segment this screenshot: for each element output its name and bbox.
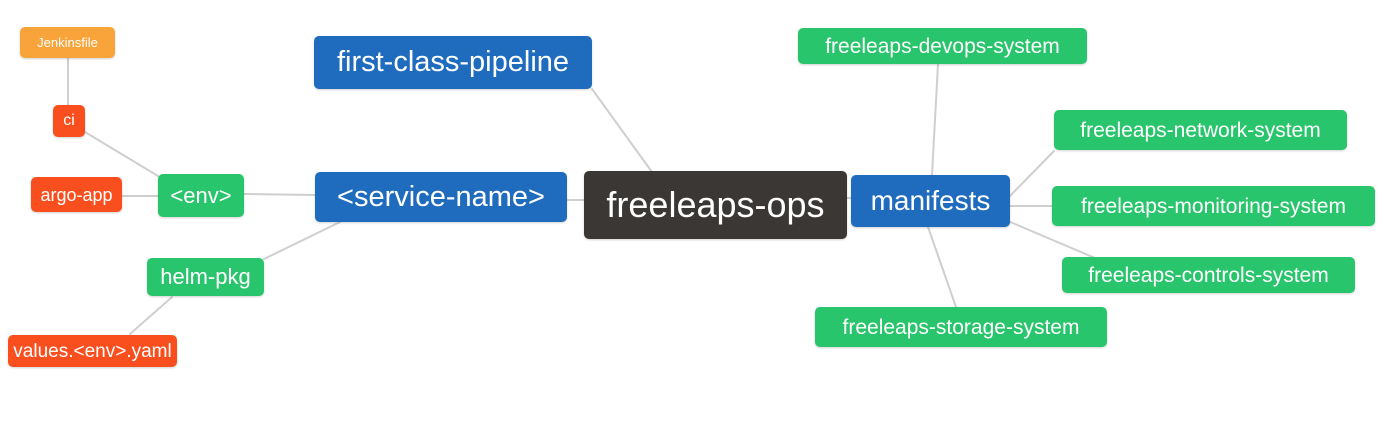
node-helm-pkg[interactable]: helm-pkg — [147, 258, 264, 296]
edge-manifests-devops — [931, 63, 939, 176]
node-devops-system[interactable]: freeleaps-devops-system — [798, 28, 1087, 64]
node-argo-app[interactable]: argo-app — [31, 177, 122, 212]
node-storage-system[interactable]: freeleaps-storage-system — [815, 307, 1107, 347]
edge-env-service-name — [243, 193, 316, 196]
edge-ci-env — [84, 131, 159, 177]
edge-helm-pkg-values — [129, 296, 173, 335]
edge-manifests-storage — [927, 226, 957, 308]
node-monitoring-system[interactable]: freeleaps-monitoring-system — [1052, 186, 1375, 226]
node-env[interactable]: <env> — [158, 174, 244, 217]
node-ci[interactable]: ci — [53, 105, 85, 137]
node-values-env-yaml[interactable]: values.<env>.yaml — [8, 335, 177, 367]
node-jenkinsfile[interactable]: Jenkinsfile — [20, 27, 115, 58]
edge-service-name-helm-pkg — [263, 221, 341, 260]
node-service-name[interactable]: <service-name> — [315, 172, 567, 222]
node-freeleaps-ops-root[interactable]: freeleaps-ops — [584, 171, 847, 239]
node-controls-system[interactable]: freeleaps-controls-system — [1062, 257, 1355, 293]
edge-pipeline-ops — [591, 88, 653, 173]
node-network-system[interactable]: freeleaps-network-system — [1054, 110, 1347, 150]
edge-manifests-network — [1009, 150, 1055, 197]
edge-manifests-controls — [1007, 220, 1096, 259]
node-first-class-pipeline[interactable]: first-class-pipeline — [314, 36, 592, 89]
node-manifests[interactable]: manifests — [851, 175, 1010, 227]
